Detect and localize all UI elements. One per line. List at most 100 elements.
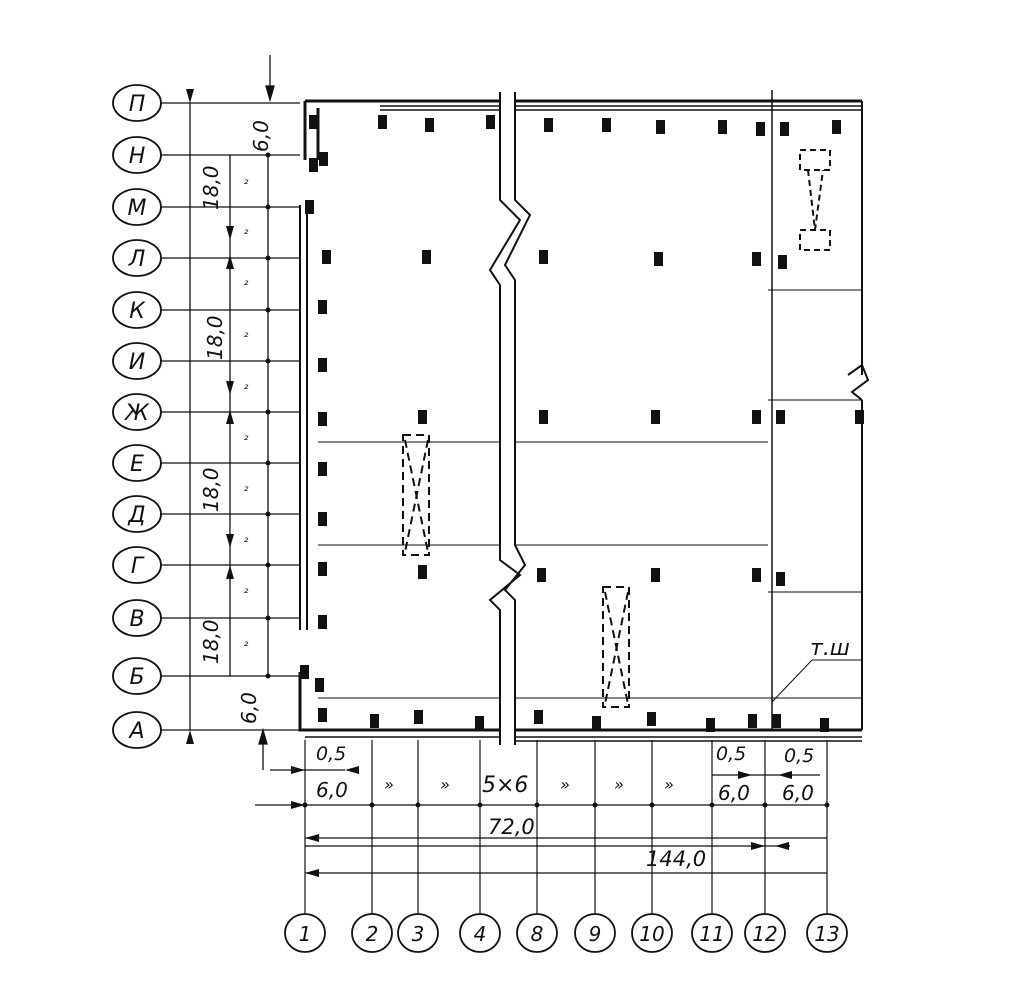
dim-bay-12-13: 6,0 xyxy=(782,781,814,805)
column xyxy=(319,152,328,166)
column xyxy=(592,716,601,730)
dim-first-bay: 6,0 xyxy=(316,778,348,802)
row-axis-bubble xyxy=(112,136,162,174)
column xyxy=(318,562,327,576)
column xyxy=(418,410,427,424)
bottom-dimension-chain xyxy=(255,766,827,877)
row-axis-label: Л xyxy=(128,247,146,272)
dimension-arrow xyxy=(291,801,305,809)
row-axis-bubble xyxy=(112,444,162,482)
row-axis-bubble xyxy=(112,291,162,329)
column xyxy=(305,200,314,214)
column xyxy=(756,122,765,136)
half-step-mark: ² xyxy=(244,382,249,396)
dimension-arrow xyxy=(226,565,234,579)
dimension-arrow xyxy=(226,226,234,240)
dimension-arrow xyxy=(305,869,319,877)
column xyxy=(418,565,427,579)
half-step-mark: ² xyxy=(244,535,249,549)
half-step-mark: ² xyxy=(244,278,249,292)
dim-offset-right-a: 0,5 xyxy=(716,743,746,765)
row-axis-label: Г xyxy=(131,554,145,579)
row-axis-bubble xyxy=(112,84,162,122)
row-axis-bubble xyxy=(112,546,162,584)
column-axis-label: 4 xyxy=(474,922,487,946)
row-axis-bubble xyxy=(112,599,162,637)
dimension-arrow xyxy=(226,534,234,548)
dimension-arrow xyxy=(345,766,359,774)
dimension-arrow xyxy=(291,766,305,774)
half-step-mark: ² xyxy=(244,177,249,191)
dimension-arrow xyxy=(778,771,792,779)
dim-offset-left: 0,5 xyxy=(316,743,346,765)
column xyxy=(537,568,546,582)
column-axis-label: 12 xyxy=(752,922,777,946)
dim-repeat-5: » xyxy=(664,775,674,794)
dimension-arrow xyxy=(186,89,194,103)
dim-middle: 5×6 xyxy=(482,773,528,798)
column xyxy=(315,678,324,692)
column xyxy=(539,410,548,424)
column xyxy=(706,718,715,732)
row-axis-label: Д xyxy=(127,503,145,528)
row-axis-bubble xyxy=(112,342,162,380)
dimension-arrow xyxy=(226,381,234,395)
column xyxy=(752,568,761,582)
column-axis-label: 11 xyxy=(699,922,724,946)
half-step-mark: ² xyxy=(244,586,249,600)
dim-bay-11-12: 6,0 xyxy=(718,781,750,805)
half-step-mark: ² xyxy=(244,639,249,653)
dim-repeat-2: » xyxy=(440,775,450,794)
dim-offset-right-b: 0,5 xyxy=(784,745,814,767)
column xyxy=(378,115,387,129)
dim-span-144: 144,0 xyxy=(646,847,706,871)
column xyxy=(414,710,423,724)
column-axis-bubble xyxy=(631,913,673,953)
bottom-arrow xyxy=(258,727,268,770)
row-axis-bubble xyxy=(112,239,162,277)
half-step-mark: ² xyxy=(244,227,249,241)
column-axis-label: 10 xyxy=(639,922,664,946)
row-axis-label: П xyxy=(129,92,146,117)
column xyxy=(752,252,761,266)
crane-outlines xyxy=(402,149,831,708)
dimension-arrow xyxy=(226,410,234,424)
row-axis-label: А xyxy=(127,719,144,744)
column-axis-label: 3 xyxy=(412,922,425,946)
dimension-arrow xyxy=(738,771,752,779)
column xyxy=(820,718,829,732)
column xyxy=(651,410,660,424)
dim-left-bottom: 6,0 xyxy=(237,692,261,724)
column xyxy=(539,250,548,264)
column-axis-label: 2 xyxy=(366,922,379,946)
column xyxy=(318,358,327,372)
column-axis-bubble xyxy=(284,913,326,953)
column-axis-bubble xyxy=(516,913,558,953)
row-axis-label: Е xyxy=(130,452,144,477)
grid-lines xyxy=(155,102,830,915)
half-step-mark: ² xyxy=(244,484,249,498)
seam-label: т.ш xyxy=(810,636,850,661)
half-step-mark: ² xyxy=(244,330,249,344)
column xyxy=(318,462,327,476)
column xyxy=(651,568,660,582)
column xyxy=(318,412,327,426)
top-arrow xyxy=(265,55,275,103)
column-axis-label: 1 xyxy=(299,922,312,946)
column xyxy=(318,708,327,722)
building-walls xyxy=(298,90,870,745)
column-axis-bubble xyxy=(691,913,733,953)
dim-left-bay-2: 18,0 xyxy=(203,315,227,360)
dim-repeat-4: » xyxy=(614,775,624,794)
row-axis-label: В xyxy=(129,607,144,632)
column-axis-bubble xyxy=(351,913,393,953)
column xyxy=(534,710,543,724)
column xyxy=(718,120,727,134)
row-axis-label: К xyxy=(129,299,146,324)
row-axis-bubble xyxy=(112,393,162,431)
row-axis-bubble xyxy=(112,657,162,695)
column xyxy=(544,118,553,132)
column xyxy=(772,714,781,728)
column xyxy=(855,410,864,424)
